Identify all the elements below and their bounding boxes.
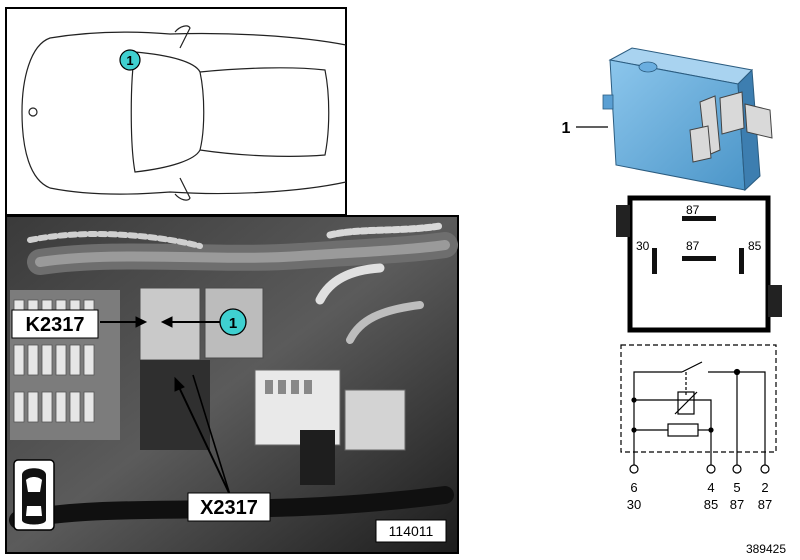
pinout-top-pin: 87	[686, 203, 700, 217]
diagram-number: 389425	[746, 542, 786, 556]
connector-label-text: X2317	[200, 497, 258, 519]
relay-label-k2317: K2317	[11, 309, 99, 339]
part-callout-number: 1	[562, 120, 571, 137]
part-relay-image	[602, 47, 773, 192]
connector-label-x2317: X2317	[187, 492, 271, 522]
schematic-pin-terminal: 87	[758, 497, 772, 512]
relay-pinout: 87 30 87 85	[616, 195, 782, 333]
photo-callout-number: 1	[229, 315, 237, 332]
locator-callout: 1	[119, 49, 141, 71]
part-callout: 1	[562, 120, 608, 137]
pinout-right-pin: 85	[748, 239, 762, 253]
schematic-pin-terminal: 30	[627, 497, 641, 512]
pointer-arrows	[100, 316, 231, 496]
schematic-pin-number: 6	[630, 480, 637, 495]
relay-schematic	[620, 344, 777, 474]
locator-callout-number: 1	[126, 53, 133, 68]
photo-connectors	[254, 369, 406, 485]
car-outline-icon	[21, 25, 347, 201]
schematic-pin-number: 2	[761, 480, 768, 495]
photo-panel: K2317 1 X2317 114011	[5, 215, 459, 554]
schematic-pin-labels: 6 30 4 85 5 87 2 87	[627, 480, 772, 512]
pinout-center-pin: 87	[686, 239, 700, 253]
car-orientation-icon	[13, 459, 55, 531]
schematic-pin-number: 4	[707, 480, 714, 495]
locator-panel: 1	[5, 7, 347, 216]
photo-callout: 1	[219, 308, 247, 336]
schematic-pin-number: 5	[733, 480, 740, 495]
pinout-left-pin: 30	[636, 239, 650, 253]
photo-ref-box: 114011	[375, 519, 447, 543]
relay-label-text: K2317	[26, 314, 85, 336]
photo-ref-number: 114011	[389, 523, 434, 539]
schematic-pin-terminal: 87	[730, 497, 744, 512]
schematic-pin-terminal: 85	[704, 497, 718, 512]
